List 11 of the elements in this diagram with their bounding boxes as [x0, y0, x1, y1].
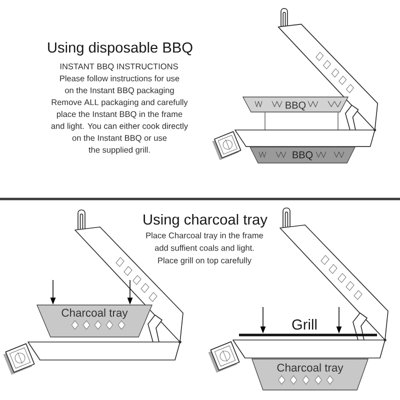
heading: Using disposable BBQ	[48, 42, 192, 56]
heading: Using charcoal tray	[144, 214, 268, 228]
disposable-tray: BBQ	[249, 146, 356, 164]
instructions-text: Please follow instructions for use on the Instant BBQ packaging Remove ALL packaging and carefully place the Instant BBQ in the frame and light. You can either cook directly on the Instant BBQ or use the supplied grill.	[51, 75, 188, 154]
charcoal-tray: Charcoal tray	[252, 358, 369, 390]
disposable-tray: BBQ	[242, 96, 349, 112]
charcoal-tray: Charcoal tray	[36, 304, 153, 338]
instructions-text: Place Charcoal tray in the frame add suffient coals and light. Place grill on top carefully	[146, 232, 264, 265]
grill-bar: Grill	[238, 318, 378, 336]
node-label: Grill	[292, 318, 317, 330]
instructions-heading: INSTANT BBQ INSTRUCTIONS	[60, 64, 178, 71]
